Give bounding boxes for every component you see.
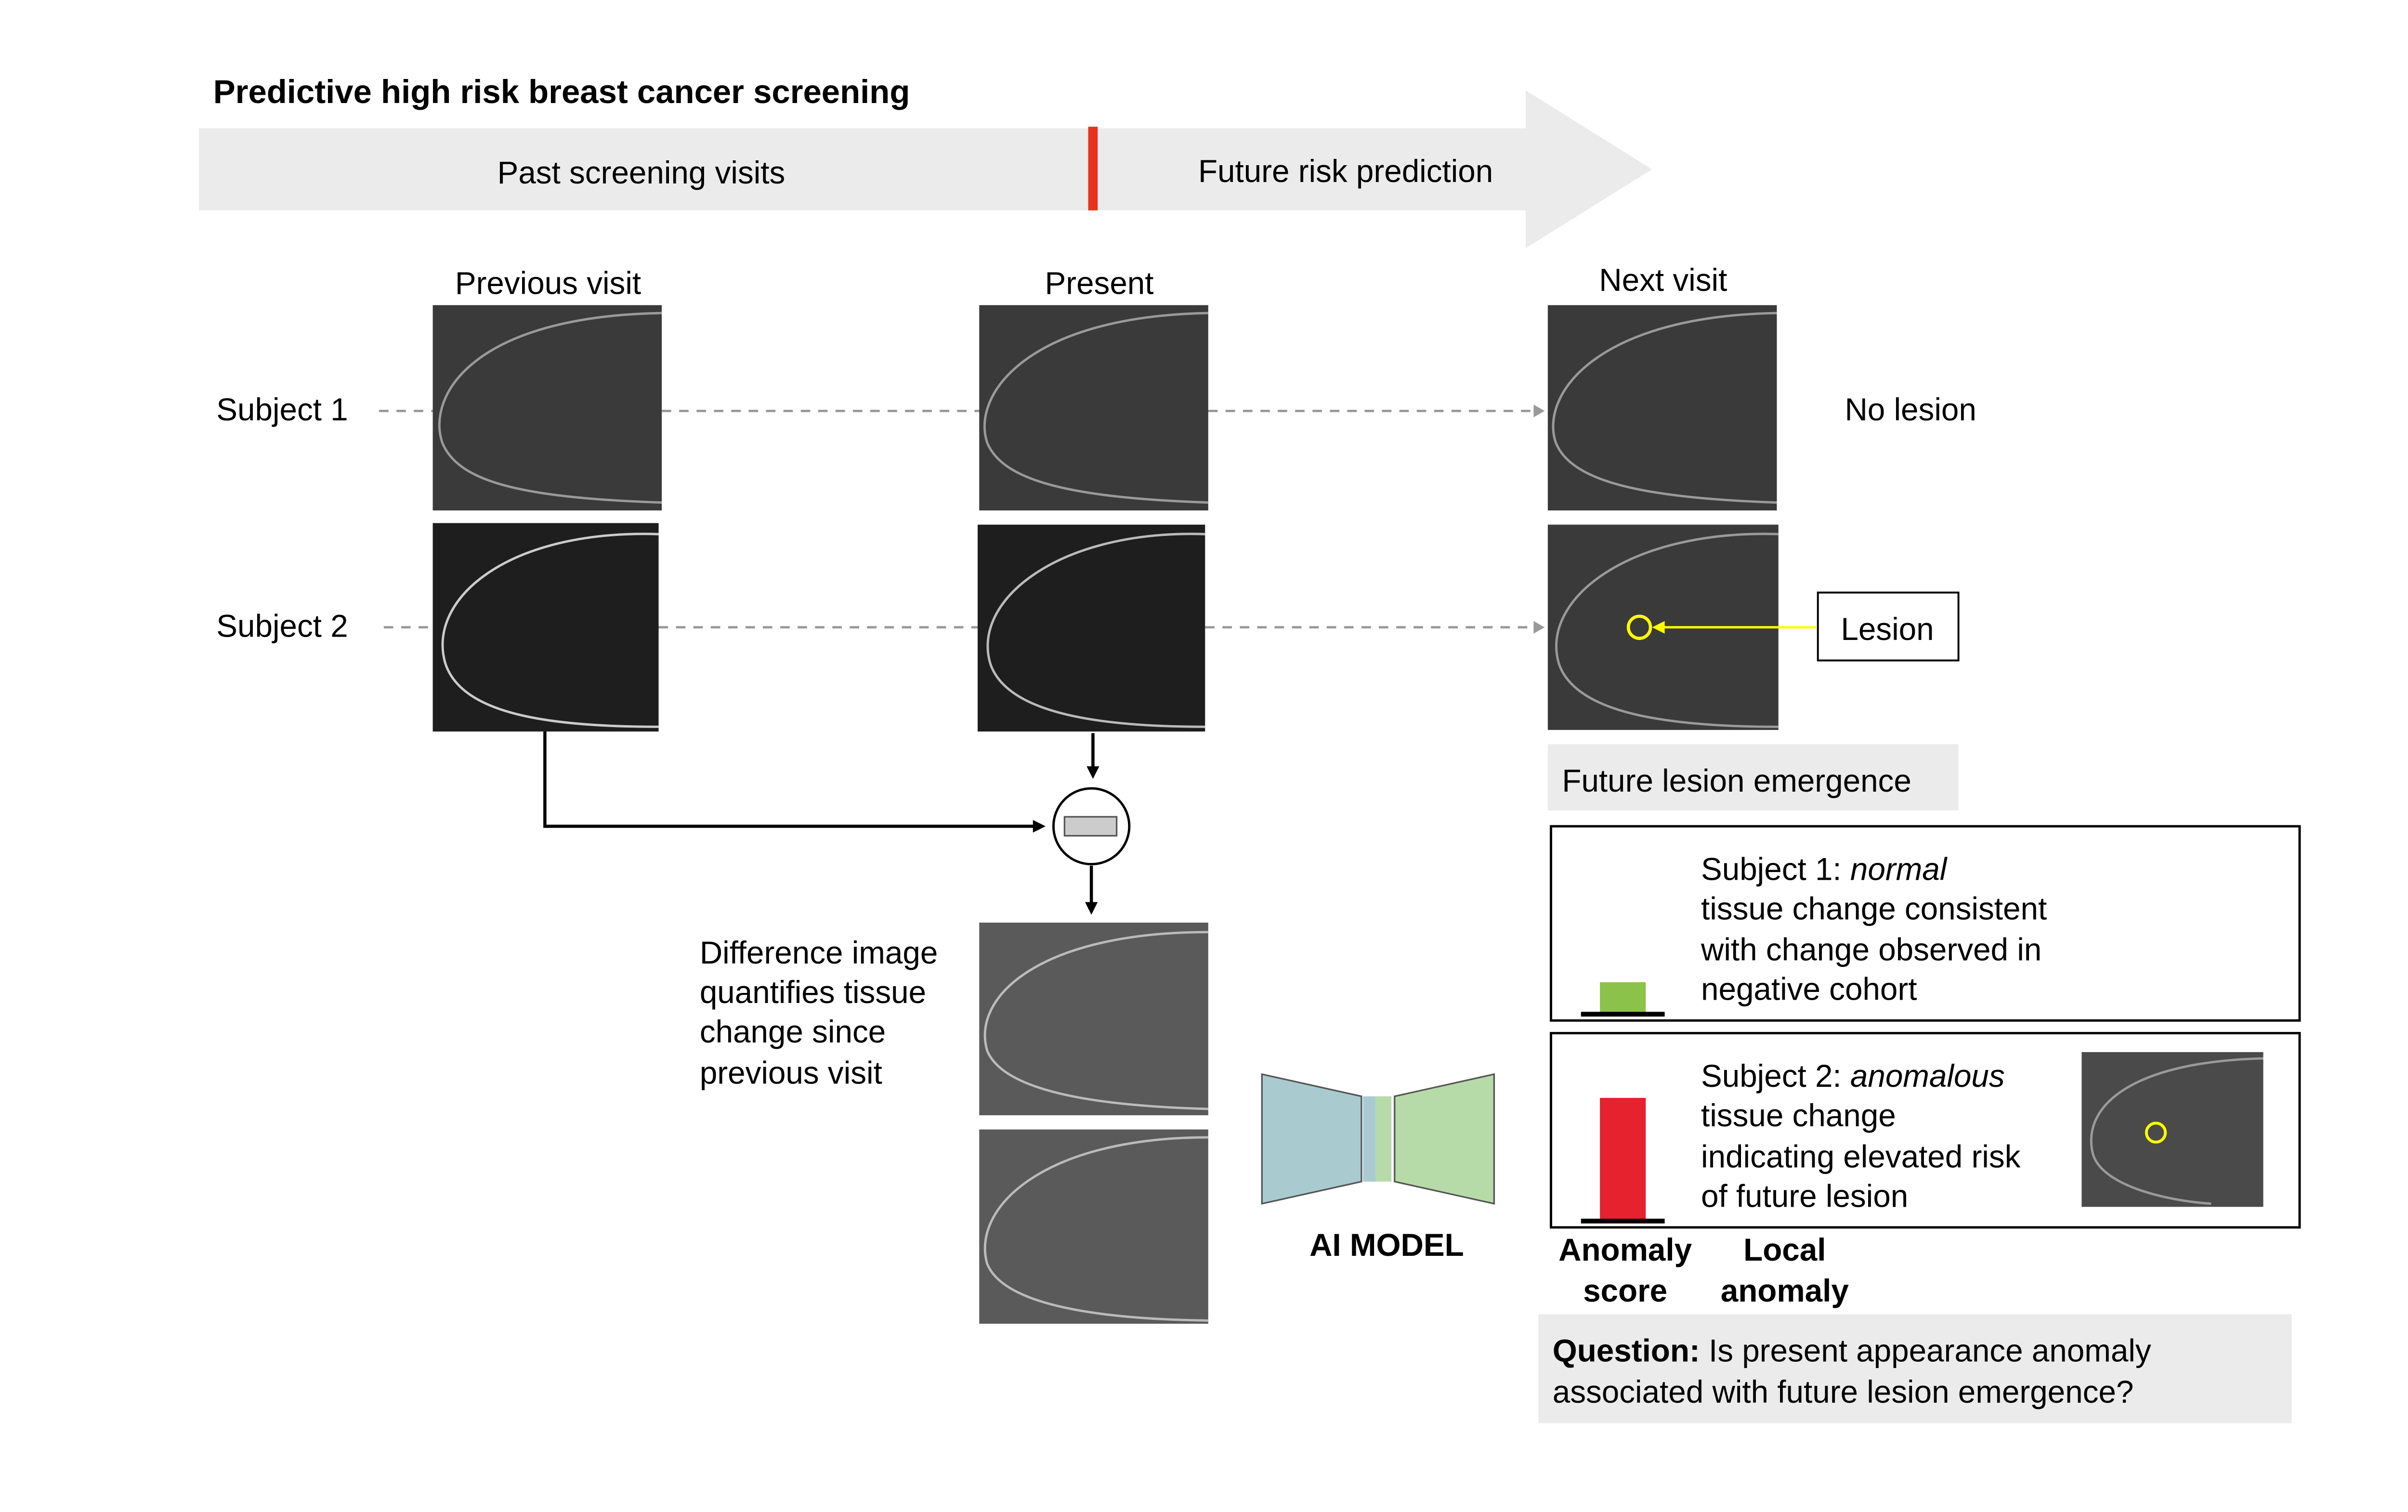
- ai-model-icon: [1261, 1073, 1495, 1205]
- anomaly-score-label: score: [1583, 1273, 1667, 1308]
- svg-text:Difference image: Difference image: [700, 935, 938, 970]
- arrowhead-icon: [1085, 902, 1098, 915]
- future-prediction-label: Future risk prediction: [1198, 154, 1493, 189]
- past-visits-label: Past screening visits: [497, 155, 785, 190]
- future-emergence-label: Future lesion emergence: [1562, 763, 1911, 798]
- ai-model-label: AI MODEL: [1309, 1227, 1464, 1263]
- subject-2-anomaly-score-bar: [1600, 1098, 1646, 1220]
- lesion-label: Lesion: [1841, 612, 1934, 647]
- local-anomaly-image: [2081, 1052, 2264, 1207]
- col-present: Present: [1045, 266, 1154, 301]
- no-lesion-label: No lesion: [1845, 392, 1976, 427]
- subject-1-text: negative cohort: [1701, 972, 1917, 1007]
- arrowhead-icon: [1533, 404, 1545, 417]
- col-next-visit: Next visit: [1599, 262, 1727, 298]
- lesion-marker-icon: [1626, 614, 1652, 640]
- local-anomaly-marker-icon: [2145, 1121, 2167, 1144]
- row-subject-2: Subject 2: [216, 608, 348, 643]
- timeline-arrow: [199, 90, 1652, 248]
- subject-2-text: tissue change: [1701, 1098, 1896, 1133]
- local-anomaly-label: anomaly: [1721, 1273, 1849, 1308]
- arrowhead-icon: [1086, 766, 1099, 779]
- difference-caption: Difference image quantifies tissue chang…: [700, 935, 938, 1090]
- previous-to-subtract-arrow: [543, 731, 1035, 828]
- subject-1-heading: Subject 1: normal: [1701, 851, 1948, 886]
- lesion-box: [1817, 591, 1960, 662]
- subject-2-previous-image: [432, 523, 659, 732]
- minus-icon: [1063, 816, 1118, 837]
- question-line-1: Question: Is present appearance anomaly: [1553, 1333, 2151, 1369]
- subject-2-heading: Subject 2: anomalous: [1701, 1058, 2005, 1094]
- arrowhead-icon: [1533, 621, 1545, 634]
- arrowhead-icon: [1033, 820, 1046, 833]
- subject-1-present-image: [979, 305, 1208, 511]
- svg-text:quantifies tissue: quantifies tissue: [700, 975, 926, 1010]
- subject-1-result-box: [1549, 825, 2301, 1022]
- subject-1-next-image: [1547, 305, 1777, 511]
- local-anomaly-label: Local: [1743, 1232, 1826, 1267]
- col-previous-visit: Previous visit: [455, 266, 641, 301]
- subject-1-previous-image: [432, 305, 662, 511]
- question-panel: [1538, 1314, 2292, 1423]
- svg-text:change since: change since: [700, 1014, 886, 1049]
- difference-image-subject-2: [979, 1129, 1208, 1324]
- present-divider: [1088, 127, 1098, 210]
- subject-1-anomaly-score-bar: [1600, 982, 1646, 1013]
- question-line-2: associated with future lesion emergence?: [1553, 1374, 2134, 1409]
- diagram-title: Predictive high risk breast cancer scree…: [213, 73, 910, 110]
- subject-1-text: tissue change consistent: [1701, 891, 2047, 926]
- subject-2-text: indicating elevated risk: [1701, 1139, 2021, 1174]
- row-subject-1: Subject 1: [216, 392, 348, 427]
- difference-image-subject-1: [979, 922, 1208, 1116]
- subject-2-text: of future lesion: [1701, 1178, 1908, 1213]
- subject-2-present-image: [978, 524, 1205, 732]
- subject-1-text: with change observed in: [1701, 932, 2042, 967]
- anomaly-score-label: Anomaly: [1558, 1232, 1692, 1267]
- svg-text:previous visit: previous visit: [700, 1055, 882, 1090]
- future-emergence-panel: [1547, 744, 1959, 811]
- arrowhead-icon: [1652, 621, 1665, 634]
